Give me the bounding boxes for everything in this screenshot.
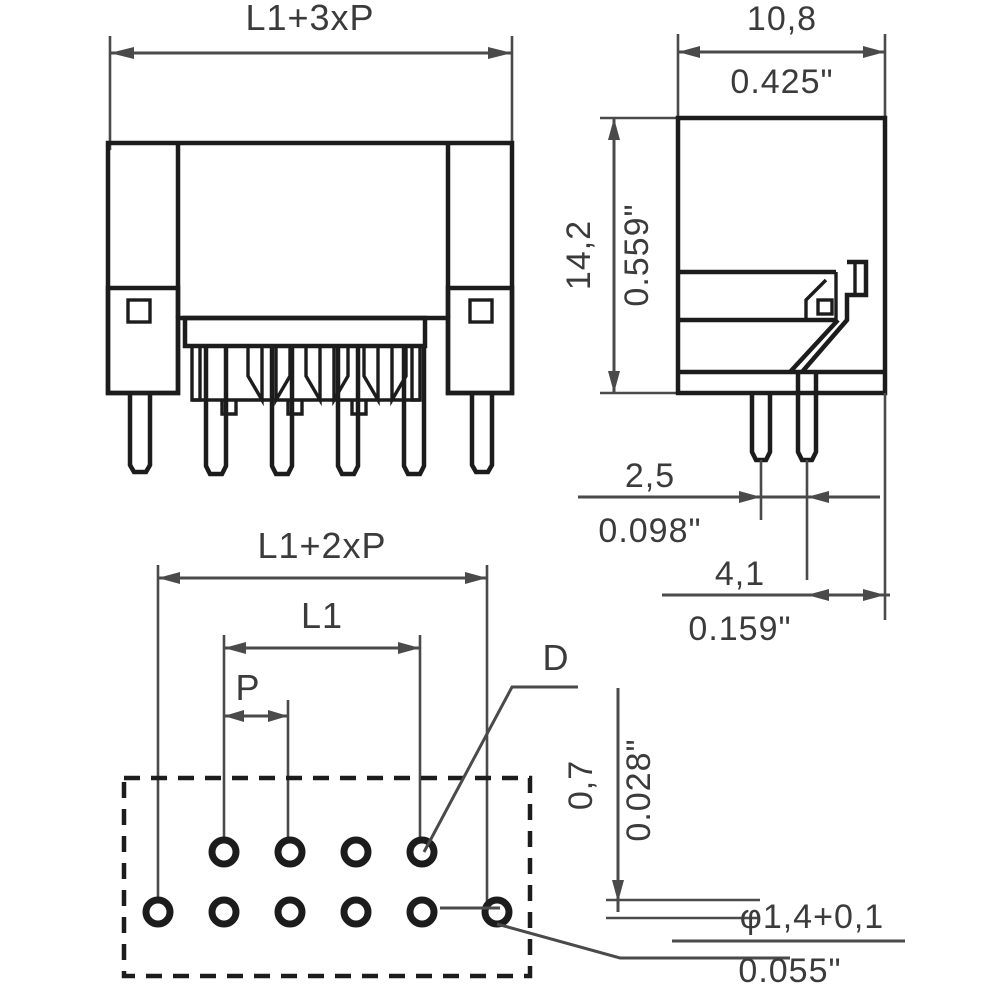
pin-spacing-dimension: 4,1 0.159" — [662, 393, 890, 648]
pin-offset-arrow-left — [739, 491, 761, 503]
side-slot-detail — [816, 298, 834, 316]
front-flange-left — [105, 285, 181, 396]
detail-callout-leader — [422, 685, 578, 853]
rib-0 — [190, 346, 202, 402]
front-signal-pins — [203, 346, 427, 477]
side-height-arrow-bottom — [608, 371, 620, 393]
pcb-hole-bottom-4 — [340, 896, 372, 928]
pin-spacing-metric: 4,1 — [715, 555, 765, 593]
pcb-hole-row-top — [208, 836, 438, 868]
pin-offset-arrow-right — [807, 491, 829, 503]
pcb-hole-top-4 — [406, 836, 438, 868]
front-overall-dimension-label: L1+3xP — [245, 0, 374, 38]
pcb-inner-arrow-right — [398, 642, 420, 654]
pcb-hole-row-bottom — [142, 896, 513, 928]
pcb-hole-bottom-1 — [142, 896, 174, 928]
hole-diameter-leader — [496, 922, 790, 960]
front-mount-pin-left — [127, 393, 153, 475]
rib-5 — [362, 346, 380, 407]
pcb-hole-bottom-5 — [406, 896, 438, 928]
side-width-imperial: 0.425" — [730, 63, 833, 101]
signal-pin-4 — [401, 346, 427, 477]
row-gap-arrow-bottom — [612, 880, 624, 902]
rib-notch-2 — [286, 400, 304, 416]
pcb-hole-top-1 — [208, 836, 240, 868]
front-view — [105, 140, 515, 477]
side-height-imperial: 0.559" — [618, 203, 656, 306]
pin-spacing-arrow-right — [863, 589, 885, 601]
front-contact-bar — [182, 315, 428, 349]
pitch-dimension: P — [224, 667, 290, 850]
pcb-overall-dimension: L1+2xP — [156, 525, 489, 912]
side-width-arrow-left — [678, 46, 700, 58]
side-height-metric: 14,2 — [560, 220, 598, 290]
pin-offset-imperial: 0.098" — [598, 512, 701, 550]
pitch-arrow-left — [224, 710, 244, 722]
hole-diameter-imperial: 0.055" — [738, 952, 841, 990]
front-body-outline — [105, 140, 515, 396]
signal-pin-2 — [269, 346, 295, 477]
side-pin-1 — [749, 393, 773, 463]
side-width-metric: 10,8 — [747, 0, 817, 38]
arrow-right — [488, 47, 512, 59]
pin-offset-dimension: 2,5 0.098" — [578, 457, 880, 580]
front-mount-pin-right — [469, 393, 495, 475]
front-flange-hole-right — [468, 298, 494, 324]
pcb-inner-arrow-left — [224, 642, 246, 654]
pitch-arrow-right — [268, 710, 288, 722]
side-pin-2 — [795, 372, 819, 463]
pcb-overall-arrow-left — [158, 572, 180, 584]
signal-pin-1 — [203, 346, 229, 477]
detail-callout-d: D — [422, 637, 578, 853]
front-flange-right — [445, 285, 515, 396]
pcb-inner-label: L1 — [301, 595, 343, 636]
pcb-inner-dimension: L1 — [222, 595, 422, 850]
side-slot-chamfer — [804, 278, 828, 320]
rib-notch-1 — [220, 400, 238, 416]
rib-4 — [332, 346, 350, 407]
pcb-hole-top-3 — [340, 836, 372, 868]
rib-1 — [246, 346, 264, 407]
row-gap-dimension: 0,7 0.028" — [562, 688, 760, 920]
pin-spacing-arrow-left — [807, 589, 829, 601]
side-width-dimension: 10,8 0.425" — [676, 0, 887, 120]
pitch-label: P — [235, 667, 260, 708]
pcb-hole-bottom-2 — [208, 896, 240, 928]
front-flange-hole-left — [126, 298, 152, 324]
pin-offset-metric: 2,5 — [625, 457, 675, 495]
side-contact-spring-edge — [788, 318, 840, 374]
rib-7 — [410, 346, 422, 402]
side-height-arrow-top — [608, 118, 620, 140]
row-gap-imperial: 0.028" — [620, 738, 658, 841]
pcb-layout-view — [121, 775, 533, 979]
pin-spacing-imperial: 0.159" — [688, 610, 791, 648]
hole-diameter-callout: φ1,4+0,1 0.055" — [440, 898, 905, 990]
pcb-overall-label: L1+2xP — [257, 525, 386, 566]
signal-pin-3 — [335, 346, 361, 477]
pcb-outline-dashed — [121, 775, 533, 979]
rib-3 — [304, 346, 322, 407]
detail-callout-label: D — [543, 637, 570, 678]
side-view — [675, 115, 888, 463]
pcb-hole-top-2 — [274, 836, 306, 868]
pcb-hole-bottom-3 — [274, 896, 306, 928]
side-height-dimension: 14,2 0.559" — [560, 116, 690, 395]
hole-diameter-metric: φ1,4+0,1 — [740, 898, 884, 936]
pcb-overall-arrow-right — [465, 572, 487, 584]
arrow-left — [110, 47, 134, 59]
row-gap-metric: 0,7 — [562, 760, 600, 810]
side-body-outline — [675, 115, 888, 396]
rib-2 — [274, 346, 292, 407]
front-overall-dimension: L1+3xP — [108, 0, 514, 150]
side-width-arrow-right — [863, 46, 885, 58]
pcb-hole-bottom-6 — [481, 896, 513, 928]
front-pin-ribs — [190, 346, 422, 416]
